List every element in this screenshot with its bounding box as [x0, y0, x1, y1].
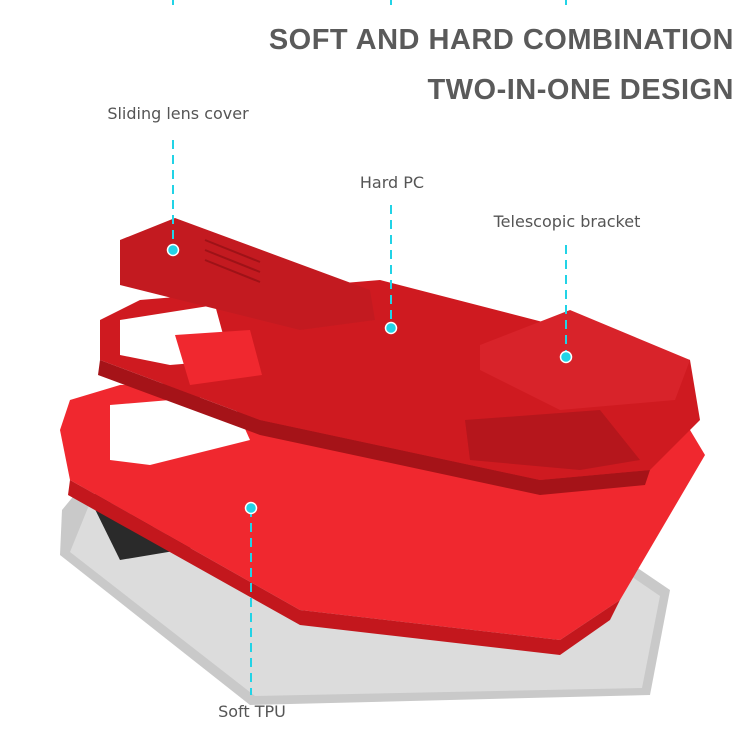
- label-soft-tpu: Soft TPU: [218, 702, 286, 721]
- label-telescopic-bracket: Telescopic bracket: [493, 212, 641, 231]
- sliding-lens-cover-part: [120, 218, 375, 330]
- callout-dot-lens-cover: [166, 243, 180, 257]
- telescopic-bracket-part: [480, 310, 690, 410]
- label-sliding-lens-cover: Sliding lens cover: [107, 104, 249, 123]
- callout-dot-soft-tpu: [244, 501, 258, 515]
- headline-line-2: TWO-IN-ONE DESIGN: [427, 74, 734, 106]
- label-hard-pc: Hard PC: [359, 173, 425, 192]
- callout-dot-hard-pc: [384, 321, 398, 335]
- callout-dot-bracket: [559, 350, 573, 364]
- headline-line-1: SOFT AND HARD COMBINATION: [268, 24, 734, 56]
- hard-pc-case: [98, 280, 700, 495]
